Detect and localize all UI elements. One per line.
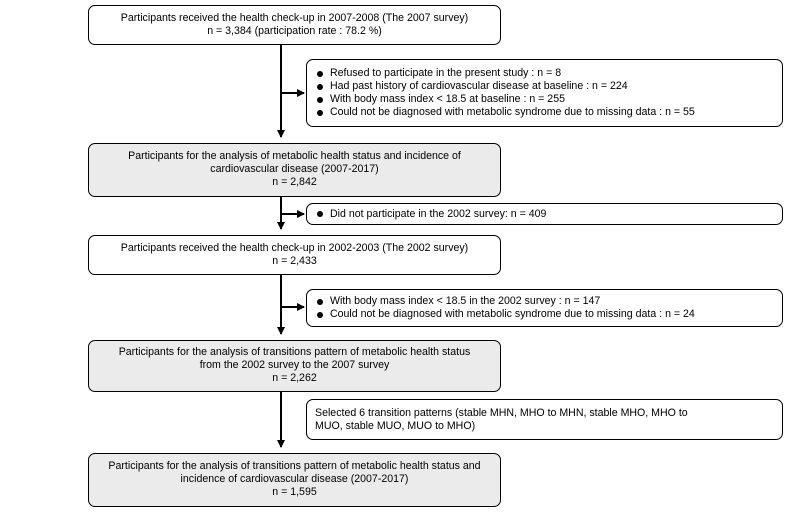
cvd-analysis-box: Participants for the analysis of metabol…	[88, 143, 501, 197]
transition-analysis-box: Participants for the analysis of transit…	[88, 340, 501, 392]
final-analysis-line-1: Participants for the analysis of transit…	[108, 460, 481, 472]
cvd-analysis-line-1: Participants for the analysis of metabol…	[128, 150, 461, 162]
transition-analysis-line-2: from the 2002 survey to the 2007 survey	[199, 359, 390, 371]
transition-analysis-count: n = 2,262	[272, 372, 317, 384]
final-analysis-box: Participants for the analysis of transit…	[88, 453, 501, 507]
survey-2007-title: Participants received the health check-u…	[120, 12, 469, 24]
exclusion-item: Could not be diagnosed with metabolic sy…	[313, 308, 776, 321]
final-analysis-count: n = 1,595	[272, 486, 317, 498]
selection-line-2: MUO, stable MUO, MUO to MHO)	[315, 419, 476, 432]
final-analysis-line-2: incidence of cardiovascular disease (200…	[180, 473, 409, 485]
exclusion-box-3: With body mass index < 18.5 in the 2002 …	[306, 289, 783, 327]
exclusion-item: Refused to participate in the present st…	[313, 67, 776, 80]
exclusion-item: Did not participate in the 2002 survey: …	[313, 208, 776, 221]
cvd-analysis-count: n = 2,842	[272, 176, 317, 188]
transition-analysis-line-1: Participants for the analysis of transit…	[118, 346, 471, 358]
exclusion-item: Had past history of cardiovascular disea…	[313, 80, 776, 93]
exclusion-item: With body mass index < 18.5 in the 2002 …	[313, 295, 776, 308]
cvd-analysis-line-2: cardiovascular disease (2007-2017)	[210, 163, 379, 175]
exclusion-box-2: Did not participate in the 2002 survey: …	[306, 203, 783, 225]
survey-2007-count: n = 3,384 (participation rate : 78.2 %)	[207, 25, 382, 37]
survey-2007-box: Participants received the health check-u…	[88, 5, 501, 45]
exclusion-item: Could not be diagnosed with metabolic sy…	[313, 106, 776, 119]
survey-2002-title: Participants received the health check-u…	[120, 242, 469, 254]
survey-2002-count: n = 2,433	[272, 255, 317, 267]
survey-2002-box: Participants received the health check-u…	[88, 235, 501, 275]
selection-box: Selected 6 transition patterns (stable M…	[306, 399, 783, 440]
exclusion-item: With body mass index < 18.5 at baseline …	[313, 93, 776, 106]
exclusion-box-1: Refused to participate in the present st…	[306, 59, 783, 127]
selection-line-1: Selected 6 transition patterns (stable M…	[315, 406, 688, 419]
